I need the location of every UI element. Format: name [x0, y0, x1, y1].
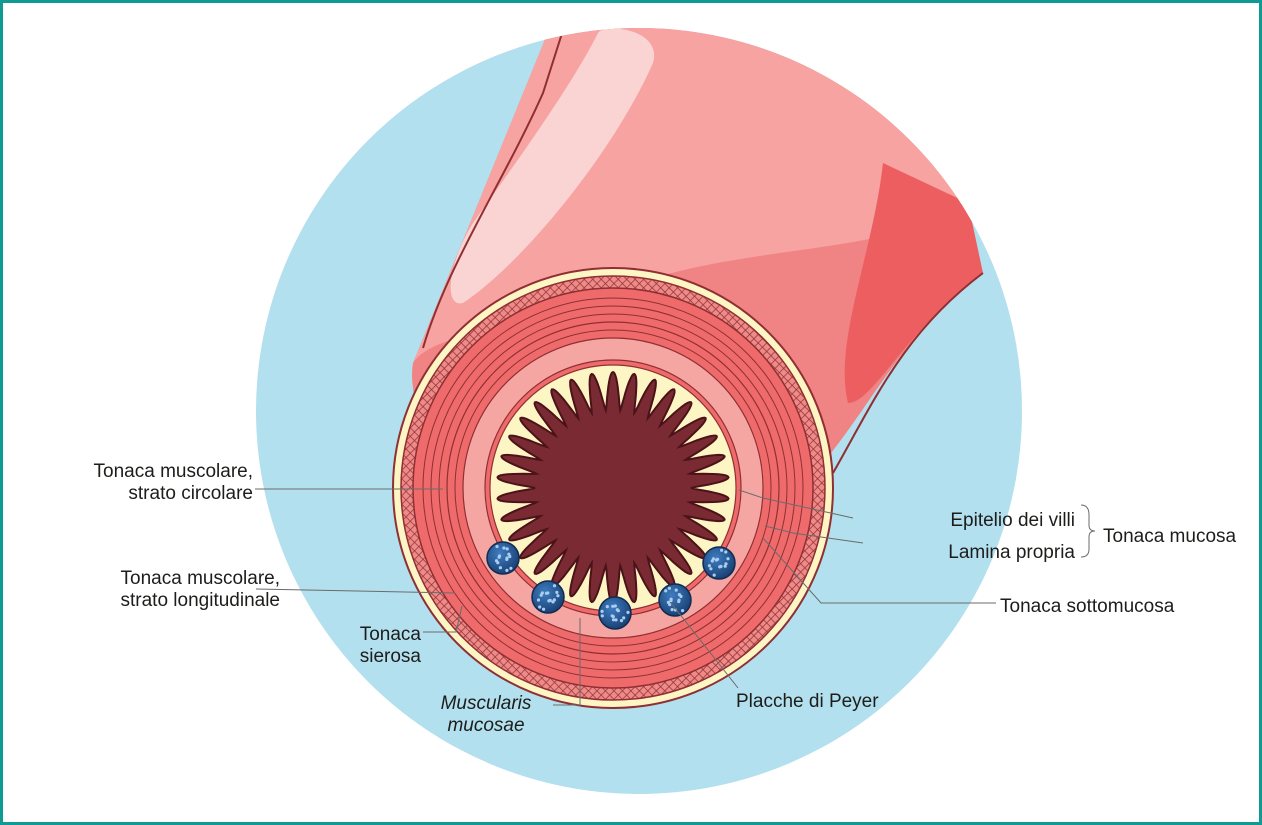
label-tonaca-sottomucosa: Tonaca sottomucosa	[1000, 596, 1174, 618]
label-lamina-propria: Lamina propria	[855, 542, 1075, 564]
label-placche-peyer: Placche di Peyer	[736, 691, 879, 713]
label-tonaca-sierosa-line2: sierosa	[313, 646, 421, 668]
label-tonaca-sierosa-line1: Tonaca	[313, 624, 421, 646]
peyer-patch	[487, 542, 519, 574]
label-muscolare-circolare-line2: strato circolare	[35, 483, 253, 505]
label-muscularis-mucosae-line1: Muscularis	[421, 693, 551, 715]
label-tonaca-mucosa: Tonaca mucosa	[1103, 526, 1236, 548]
peyer-patch	[659, 584, 691, 616]
label-muscolare-longitudinale-line1: Tonaca muscolare,	[35, 568, 280, 590]
peyer-patch	[532, 581, 564, 613]
label-muscularis-mucosae: Muscularis mucosae	[421, 693, 551, 737]
label-muscolare-longitudinale-line2: strato longitudinale	[35, 590, 280, 612]
label-muscolare-circolare: Tonaca muscolare, strato circolare	[35, 461, 253, 505]
cross-section-rings	[393, 268, 833, 708]
label-muscolare-longitudinale: Tonaca muscolare, strato longitudinale	[35, 568, 280, 612]
label-muscularis-mucosae-line2: mucosae	[421, 715, 551, 737]
peyer-patch	[599, 597, 631, 629]
intestine-cross-section-diagram	[3, 3, 1259, 822]
label-tonaca-sierosa: Tonaca sierosa	[313, 624, 421, 668]
label-epitelio-villi: Epitelio dei villi	[855, 510, 1075, 532]
label-muscolare-circolare-line1: Tonaca muscolare,	[35, 461, 253, 483]
peyer-patch	[703, 547, 735, 579]
